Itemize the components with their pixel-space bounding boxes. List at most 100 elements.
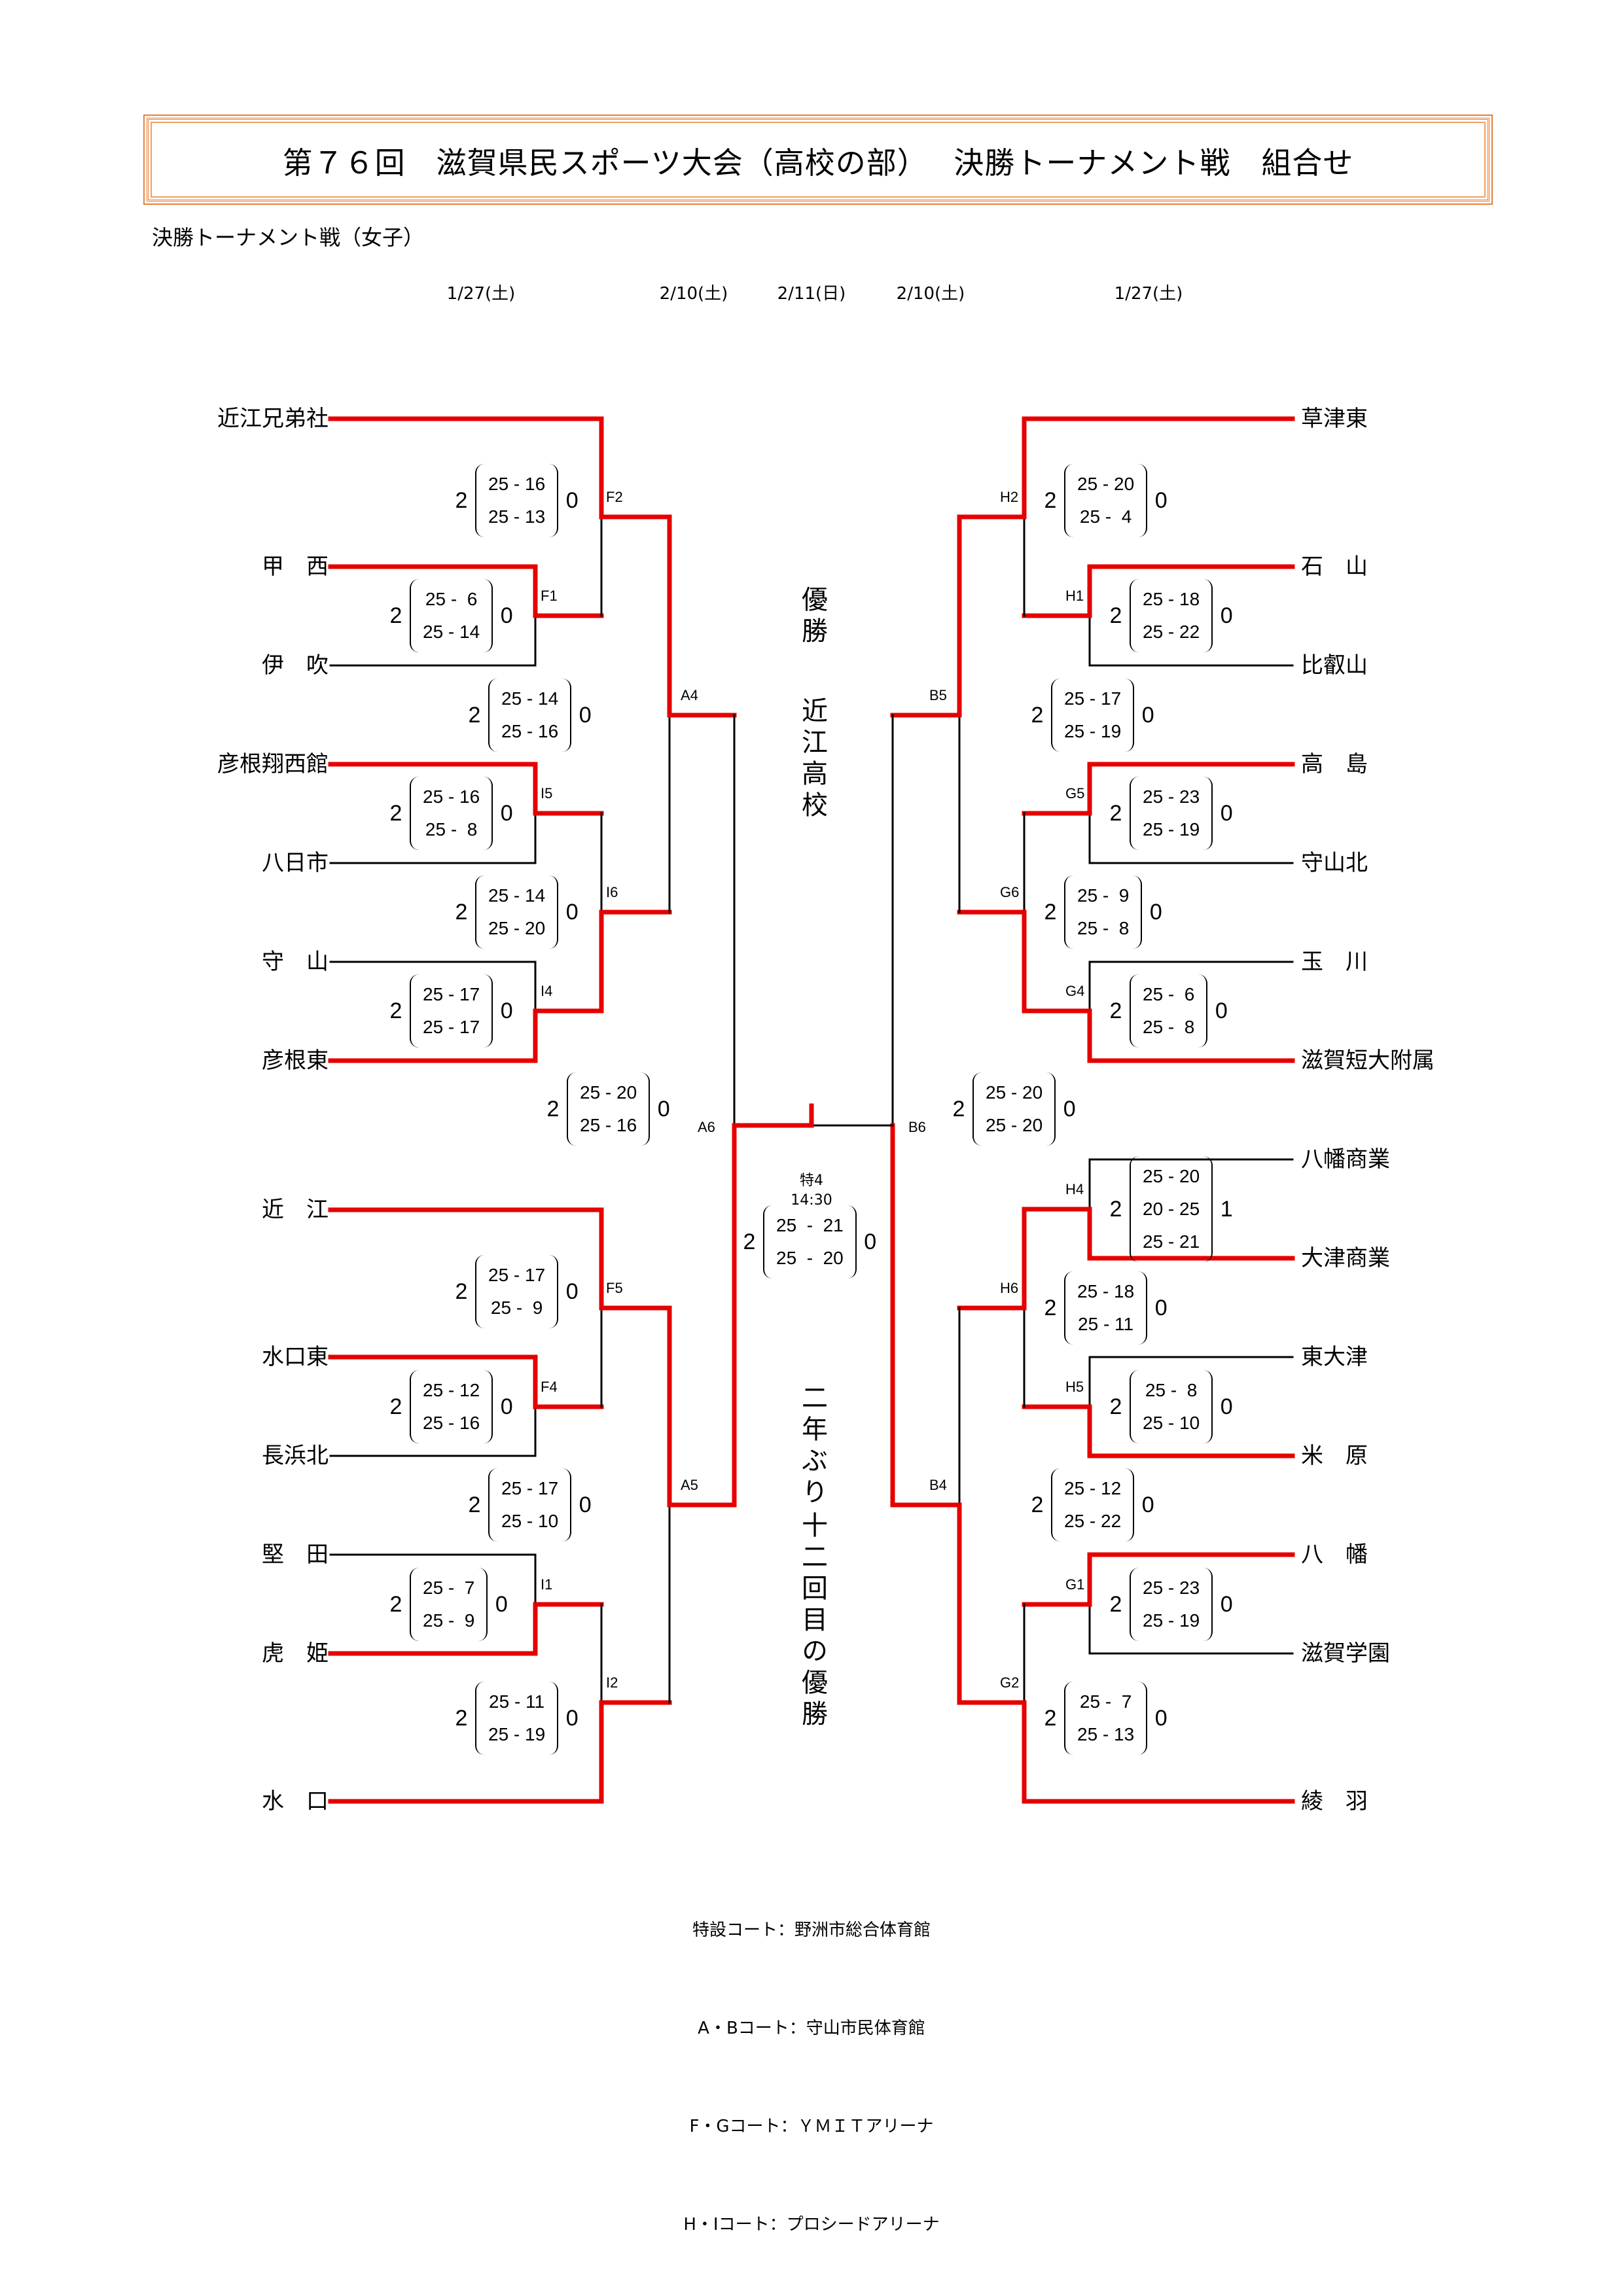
set-scores: 25 - 17 25 - 9	[475, 1255, 559, 1328]
sets-lost: 0	[1220, 800, 1233, 826]
sets-won: 2	[389, 800, 402, 826]
set-score: 25 - 21	[1143, 1231, 1200, 1252]
set-score: 25 - 17	[423, 984, 480, 1004]
date-round3-right: 2/10(土)	[896, 284, 965, 304]
match-label-f4: F4	[541, 1379, 558, 1395]
team-right: 高 島	[1301, 751, 1368, 777]
set-score: 25 - 16	[488, 474, 546, 494]
set-score: 25 - 22	[1143, 622, 1200, 642]
sets-won: 2	[389, 998, 402, 1023]
set-score: 25 - 17	[488, 1265, 546, 1285]
set-score: 25 - 17	[1064, 688, 1122, 709]
sets-won: 2	[743, 1229, 756, 1254]
sets-won: 2	[455, 487, 468, 513]
team-left: 近 江	[262, 1197, 329, 1223]
match-label-a4: A4	[681, 687, 698, 703]
set-score: 25 - 8	[1077, 918, 1130, 938]
sets-lost: 0	[1220, 603, 1233, 628]
set-score: 25 - 7	[423, 1578, 475, 1598]
match-label-h6: H6	[1000, 1280, 1019, 1296]
champion-team: 近江高校	[797, 697, 827, 822]
sets-lost: 1	[1220, 1196, 1233, 1222]
sets-lost: 0	[579, 702, 592, 728]
team-left: 水口東	[262, 1344, 329, 1370]
sets-lost: 0	[565, 1705, 579, 1731]
match-label-i4: I4	[541, 983, 553, 999]
sets-won: 2	[1044, 1295, 1057, 1320]
team-right: 米 原	[1301, 1443, 1368, 1469]
team-right: 石 山	[1301, 554, 1368, 580]
score-block-i5: 2 25 - 16 25 - 8 0	[386, 777, 516, 850]
match-label-f5: F5	[606, 1280, 623, 1296]
team-left: 彦根翔西館	[217, 751, 329, 777]
match-label-f1: F1	[541, 588, 558, 604]
match-label-g6: G6	[1000, 884, 1020, 900]
match-label-h5: H5	[1065, 1379, 1084, 1395]
set-score: 25 - 23	[1143, 786, 1200, 807]
sets-lost: 0	[579, 1492, 592, 1517]
sets-lost: 0	[500, 800, 513, 826]
sets-lost: 0	[1149, 899, 1162, 925]
venue-item: H・Iコート：プロシードアリーナ	[683, 2215, 940, 2234]
team-left: 水 口	[262, 1788, 329, 1814]
match-label-i6: I6	[606, 884, 618, 900]
set-score: 25 - 7	[1079, 1691, 1132, 1712]
team-right: 大津商業	[1301, 1245, 1390, 1271]
set-score: 25 - 19	[1143, 1610, 1200, 1631]
venue-item: F・Gコート：ＹＭＩＴアリーナ	[689, 2117, 934, 2136]
match-label-b6: B6	[908, 1119, 926, 1135]
team-right: 綾 羽	[1301, 1788, 1368, 1814]
champion-note-years: 二年ぶり	[797, 1384, 827, 1510]
team-right: 八幡商業	[1301, 1146, 1390, 1173]
match-label-f2: F2	[606, 489, 623, 505]
set-score: 25 - 20	[488, 918, 546, 938]
sets-won: 2	[1109, 1196, 1122, 1222]
sets-lost: 0	[1220, 1394, 1233, 1419]
set-score: 25 - 9	[1077, 885, 1130, 906]
set-score: 25 - 8	[425, 819, 478, 839]
team-left: 甲 西	[262, 554, 329, 580]
team-right: 草津東	[1301, 406, 1368, 432]
set-score: 25 - 4	[1079, 506, 1132, 527]
set-score: 25 - 18	[1077, 1281, 1135, 1301]
team-left: 伊 吹	[262, 652, 329, 679]
match-label-g5: G5	[1065, 785, 1085, 802]
sets-won: 2	[389, 603, 402, 628]
set-score: 25 - 10	[1143, 1413, 1200, 1433]
set-score: 25 - 16	[423, 786, 480, 807]
sets-lost: 0	[500, 1394, 513, 1419]
sets-won: 2	[1109, 1591, 1122, 1617]
set-score: 25 - 23	[1143, 1578, 1200, 1598]
venue-item: A・Bコート：守山市民体育館	[698, 2019, 925, 2038]
set-score: 25 - 16	[423, 1413, 480, 1433]
set-score: 25 - 9	[490, 1298, 543, 1318]
sets-won: 2	[952, 1096, 965, 1122]
team-right: 守山北	[1301, 850, 1368, 876]
match-label-a5: A5	[681, 1477, 698, 1493]
sets-lost: 0	[1063, 1096, 1076, 1122]
match-label-b4: B4	[929, 1477, 947, 1493]
set-score: 25 - 6	[1143, 984, 1195, 1004]
sets-lost: 0	[1220, 1591, 1233, 1617]
match-label-h4: H4	[1065, 1181, 1084, 1197]
